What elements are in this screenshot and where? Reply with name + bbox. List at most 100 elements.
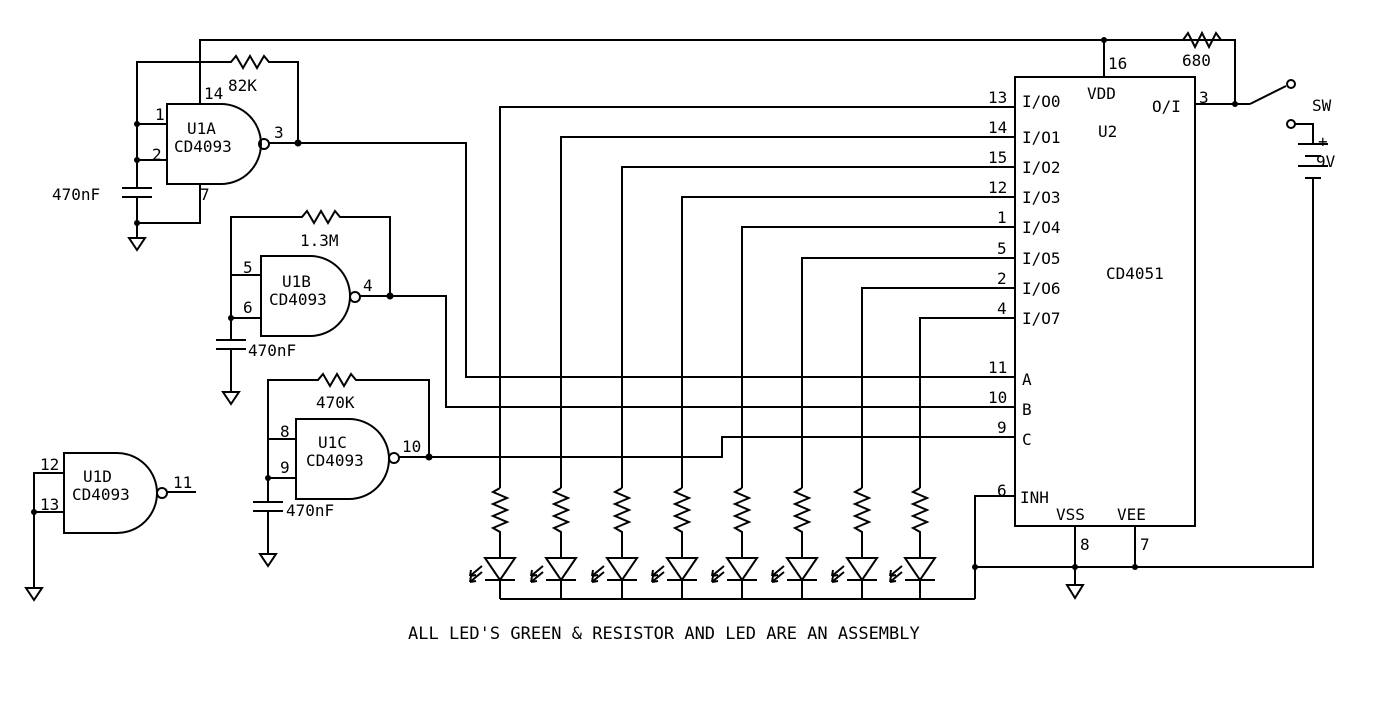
- gate-u1d: U1D CD4093 12 13 11: [40, 452, 192, 534]
- u1a-pin3: 3: [274, 123, 284, 142]
- led-icon: [785, 557, 819, 582]
- u1d-part: CD4093: [72, 485, 130, 504]
- sel-b-label: B: [1022, 400, 1032, 419]
- u1b-pin5: 5: [243, 258, 253, 277]
- light-arrows-icon: [469, 565, 483, 583]
- resistor: [732, 487, 752, 558]
- u1b-pin6: 6: [243, 298, 253, 317]
- light-arrows-icon: [530, 565, 544, 583]
- led-assembly: [711, 487, 759, 599]
- u1a-pin2: 2: [152, 145, 162, 164]
- led-assembly: [771, 487, 819, 599]
- u2-oi: O/I: [1152, 97, 1181, 116]
- sel-c-pin: 9: [997, 418, 1007, 437]
- gate-u1c: U1C CD4093 8 9 10: [280, 418, 421, 500]
- u2-vdd: VDD: [1087, 84, 1116, 103]
- led-assembly: [469, 487, 517, 599]
- sel-a-label: A: [1022, 370, 1032, 389]
- io5-pin: 5: [997, 239, 1007, 258]
- u1a-pin1: 1: [155, 105, 165, 124]
- led-icon: [725, 557, 759, 582]
- u2-io-labels: I/O0 I/O1 I/O2 I/O3 I/O4 I/O5 I/O6 I/O7 …: [988, 88, 1061, 449]
- resistor: [490, 487, 510, 558]
- light-arrows-icon: [711, 565, 725, 583]
- resistor: [852, 487, 872, 558]
- u1d-name: U1D: [83, 467, 112, 486]
- r-82k-label: 82K: [228, 76, 257, 95]
- r-13m-label: 1.3M: [300, 231, 339, 250]
- led-assembly: [530, 487, 578, 599]
- io7-pin: 4: [997, 299, 1007, 318]
- u1c-pin9: 9: [280, 458, 290, 477]
- led-icon: [903, 557, 937, 582]
- u2-ref: U2: [1098, 122, 1117, 141]
- io1-pin: 14: [988, 118, 1007, 137]
- io0-label: I/O0: [1022, 92, 1061, 111]
- u1b-wiring: [216, 209, 1015, 408]
- io4-pin: 1: [997, 208, 1007, 227]
- power-section: [1103, 30, 1328, 186]
- sel-b-pin: 10: [988, 388, 1007, 407]
- io2-pin: 15: [988, 148, 1007, 167]
- light-arrows-icon: [651, 565, 665, 583]
- resistor: [551, 487, 571, 558]
- u1a-pin7: 7: [200, 185, 210, 204]
- u1a-wiring: [122, 39, 1236, 378]
- led-assembly: [889, 487, 937, 599]
- u2-vdd-pin: 16: [1108, 54, 1127, 73]
- u1c-part: CD4093: [306, 451, 364, 470]
- switch-label: SW: [1312, 96, 1332, 115]
- battery-plus: +: [1318, 132, 1328, 151]
- io6-pin: 2: [997, 269, 1007, 288]
- u1b-part: CD4093: [269, 290, 327, 309]
- u2-inh: INH: [1020, 488, 1049, 507]
- io0-pin: 13: [988, 88, 1007, 107]
- io1-label: I/O1: [1022, 128, 1061, 147]
- u1d-wiring: [24, 472, 196, 602]
- resistor: [792, 487, 812, 558]
- gate-u1b: U1B CD4093 5 6 4: [243, 255, 373, 337]
- r-470k-label: 470K: [316, 393, 355, 412]
- sel-a-pin: 11: [988, 358, 1007, 377]
- resistor: [910, 487, 930, 558]
- io6-label: I/O6: [1022, 279, 1061, 298]
- u2-vss-pin: 8: [1080, 535, 1090, 554]
- led-assemblies: [469, 487, 937, 599]
- u1a-part: CD4093: [174, 137, 232, 156]
- led-assembly: [591, 487, 639, 599]
- light-arrows-icon: [591, 565, 605, 583]
- u2-part: CD4051: [1106, 264, 1164, 283]
- io3-pin: 12: [988, 178, 1007, 197]
- u1b-pin4: 4: [363, 276, 373, 295]
- io7-label: I/O7: [1022, 309, 1061, 328]
- u1b-name: U1B: [282, 272, 311, 291]
- led-assembly: [651, 487, 699, 599]
- u1d-pin12: 12: [40, 455, 59, 474]
- led-icon: [665, 557, 699, 582]
- cap2-label: 470nF: [248, 341, 296, 360]
- led-icon: [605, 557, 639, 582]
- gate-u1a: U1A CD4093 1 2 14 7 3: [152, 84, 284, 204]
- resistor: [672, 487, 692, 558]
- led-icon: [544, 557, 578, 582]
- light-arrows-icon: [831, 565, 845, 583]
- light-arrows-icon: [771, 565, 785, 583]
- cap1-label: 470nF: [52, 185, 100, 204]
- u1c-wiring: [253, 372, 1015, 568]
- cap3-label: 470nF: [286, 501, 334, 520]
- io4-label: I/O4: [1022, 218, 1061, 237]
- battery-label: 9V: [1316, 152, 1336, 171]
- u1c-pin10: 10: [402, 437, 421, 456]
- u1a-pin14: 14: [204, 84, 223, 103]
- light-arrows-icon: [889, 565, 903, 583]
- io3-label: I/O3: [1022, 188, 1061, 207]
- io-wires: [499, 106, 1015, 488]
- r-680-label: 680: [1182, 51, 1211, 70]
- resistor: [612, 487, 632, 558]
- io2-label: I/O2: [1022, 158, 1061, 177]
- u2-inh-pin: 6: [997, 481, 1007, 500]
- u1a-name: U1A: [187, 119, 216, 138]
- u1c-pin8: 8: [280, 422, 290, 441]
- u2-vee-pin: 7: [1140, 535, 1150, 554]
